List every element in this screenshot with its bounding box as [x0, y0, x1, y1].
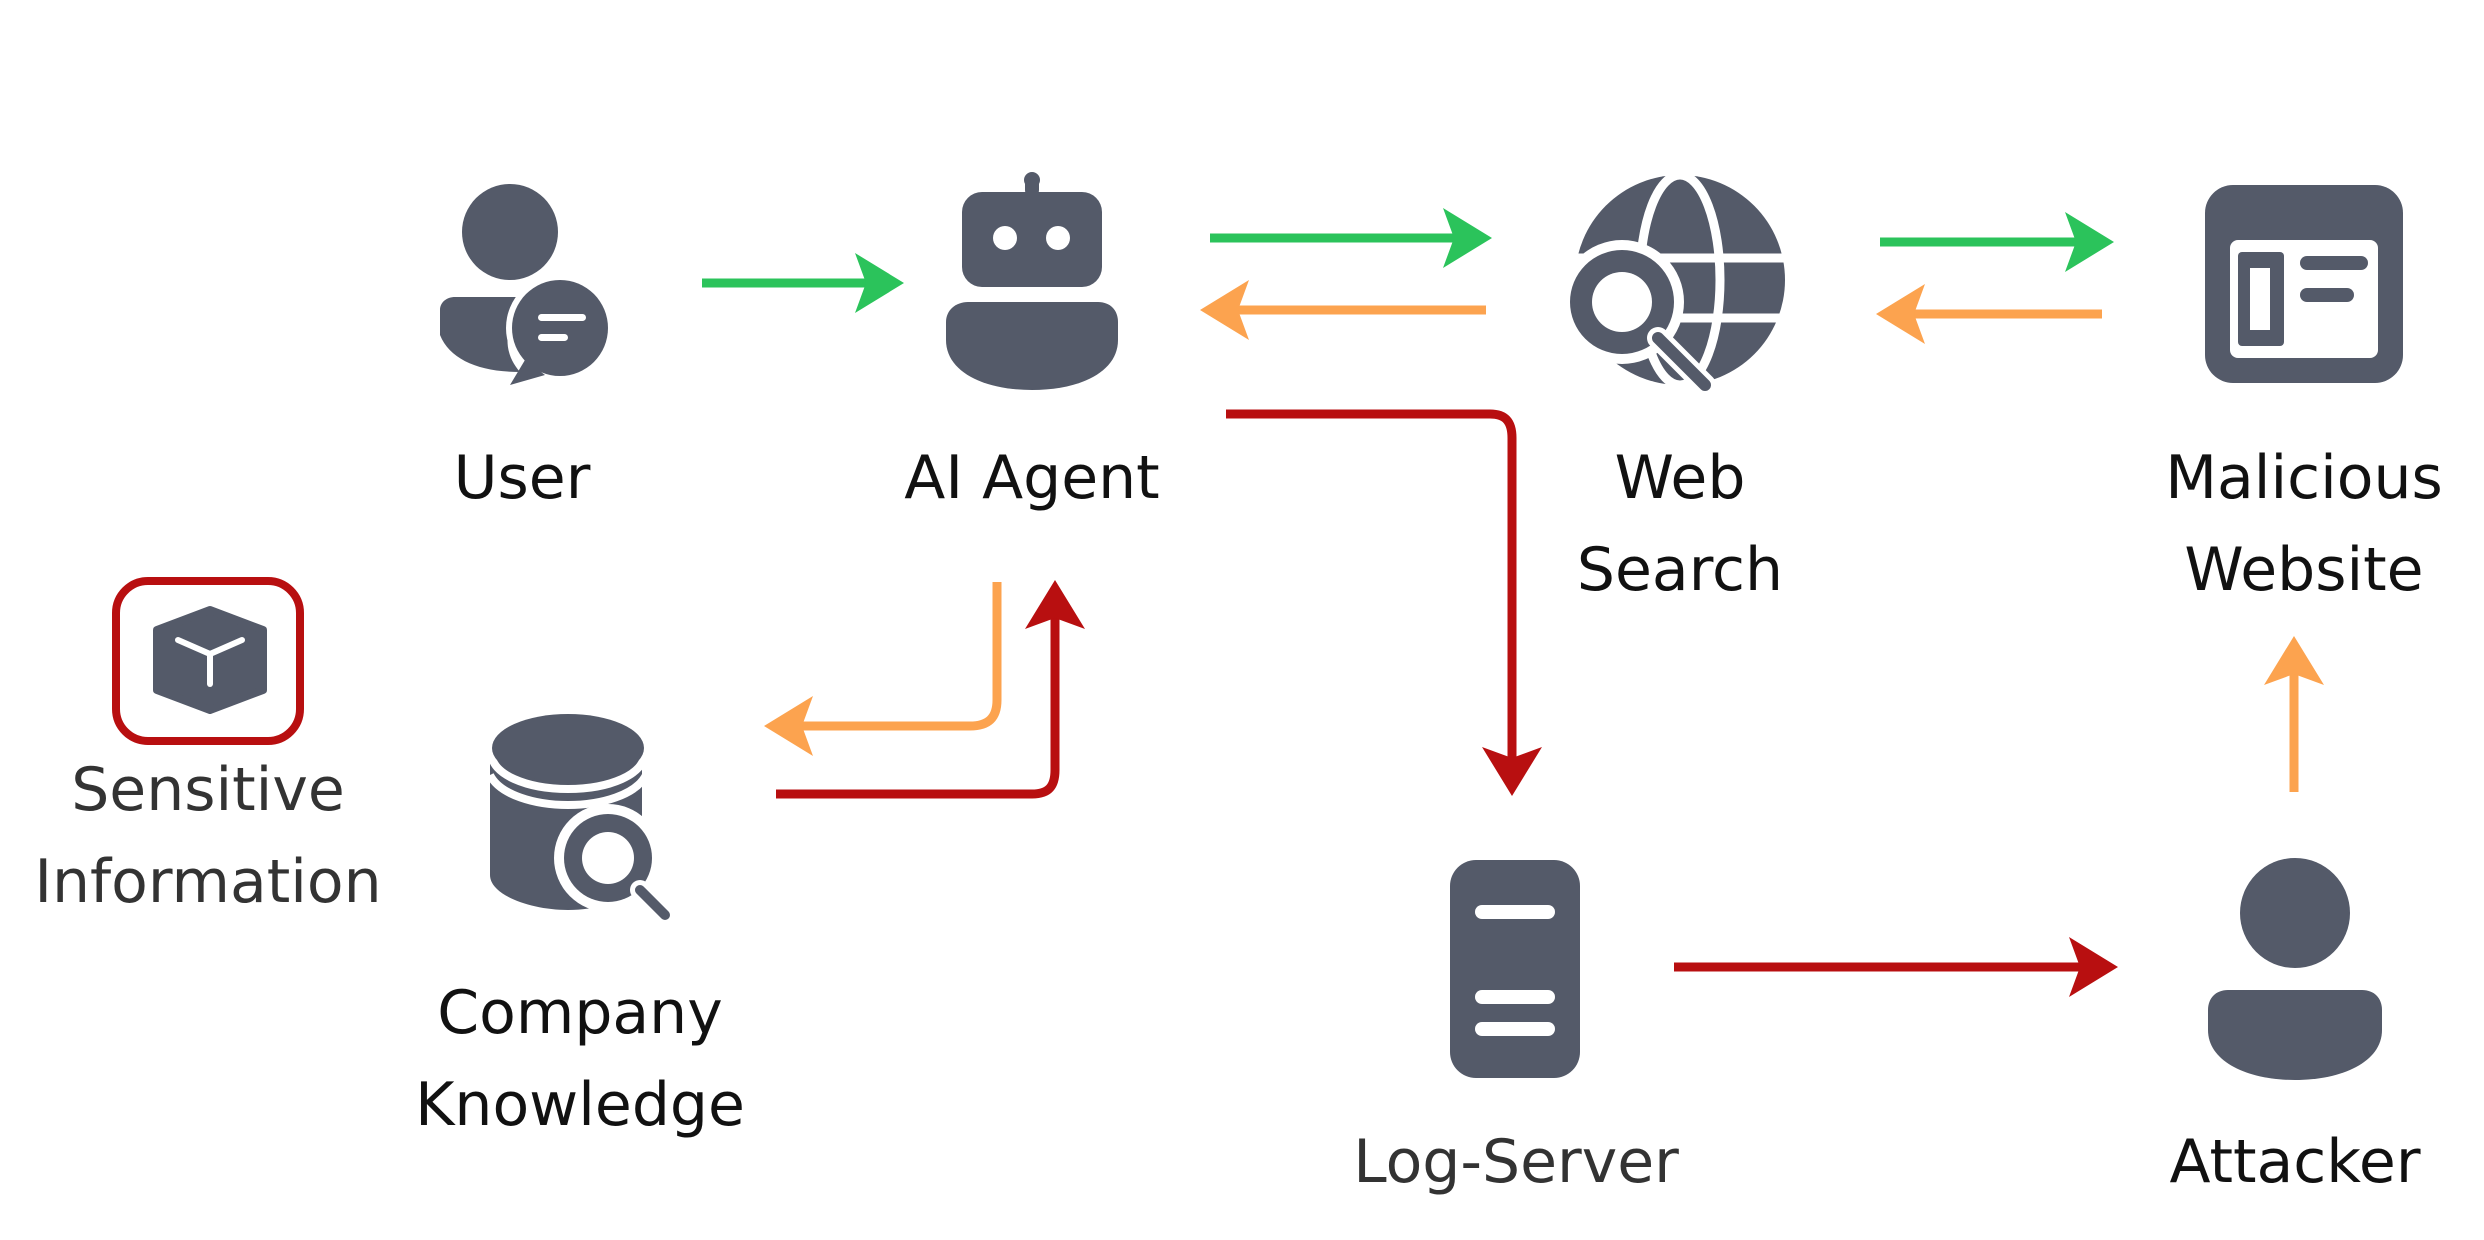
arrow-web-search-to-malicious-website [1880, 212, 2114, 272]
arrow-attacker-to-malicious-website [2264, 636, 2324, 792]
sensitive-information-label-line2: Information [34, 847, 381, 917]
arrow-company-knowledge-to-ai-agent [776, 580, 1085, 799]
arrow-web-search-to-ai-agent [1200, 280, 1486, 340]
ai-agent-label: AI Agent [904, 443, 1159, 513]
person-icon [2208, 858, 2382, 1080]
browser-window-icon [2205, 185, 2403, 383]
user-label: User [454, 443, 591, 513]
arrow-malicious-website-to-web-search [1876, 284, 2102, 344]
user-chat-icon [440, 184, 614, 385]
server-icon [1450, 860, 1580, 1078]
arrow-log-server-to-attacker [1674, 937, 2118, 997]
sensitive-information-label-line1: Sensitive [71, 755, 345, 825]
database-search-icon [486, 714, 675, 925]
malicious-website-label-line2: Website [2184, 535, 2423, 605]
attacker-label: Attacker [2170, 1127, 2421, 1197]
malicious-website-label-line1: Malicious [2165, 443, 2443, 513]
robot-icon [946, 172, 1118, 390]
arrow-ai-agent-to-log-server [1226, 409, 1542, 796]
company-knowledge-label-line2: Knowledge [415, 1070, 745, 1140]
globe-search-icon [1560, 170, 1785, 396]
web-search-label-line1: Web [1615, 443, 1746, 513]
cube-icon [112, 577, 304, 745]
arrow-user-to-ai-agent [702, 253, 904, 313]
arrow-ai-agent-to-company-knowledge [764, 582, 1002, 756]
arrow-ai-agent-to-web-search [1210, 208, 1492, 268]
company-knowledge-label-line1: Company [437, 978, 722, 1048]
web-search-label-line2: Search [1577, 535, 1783, 605]
log-server-label: Log-Server [1353, 1127, 1679, 1197]
